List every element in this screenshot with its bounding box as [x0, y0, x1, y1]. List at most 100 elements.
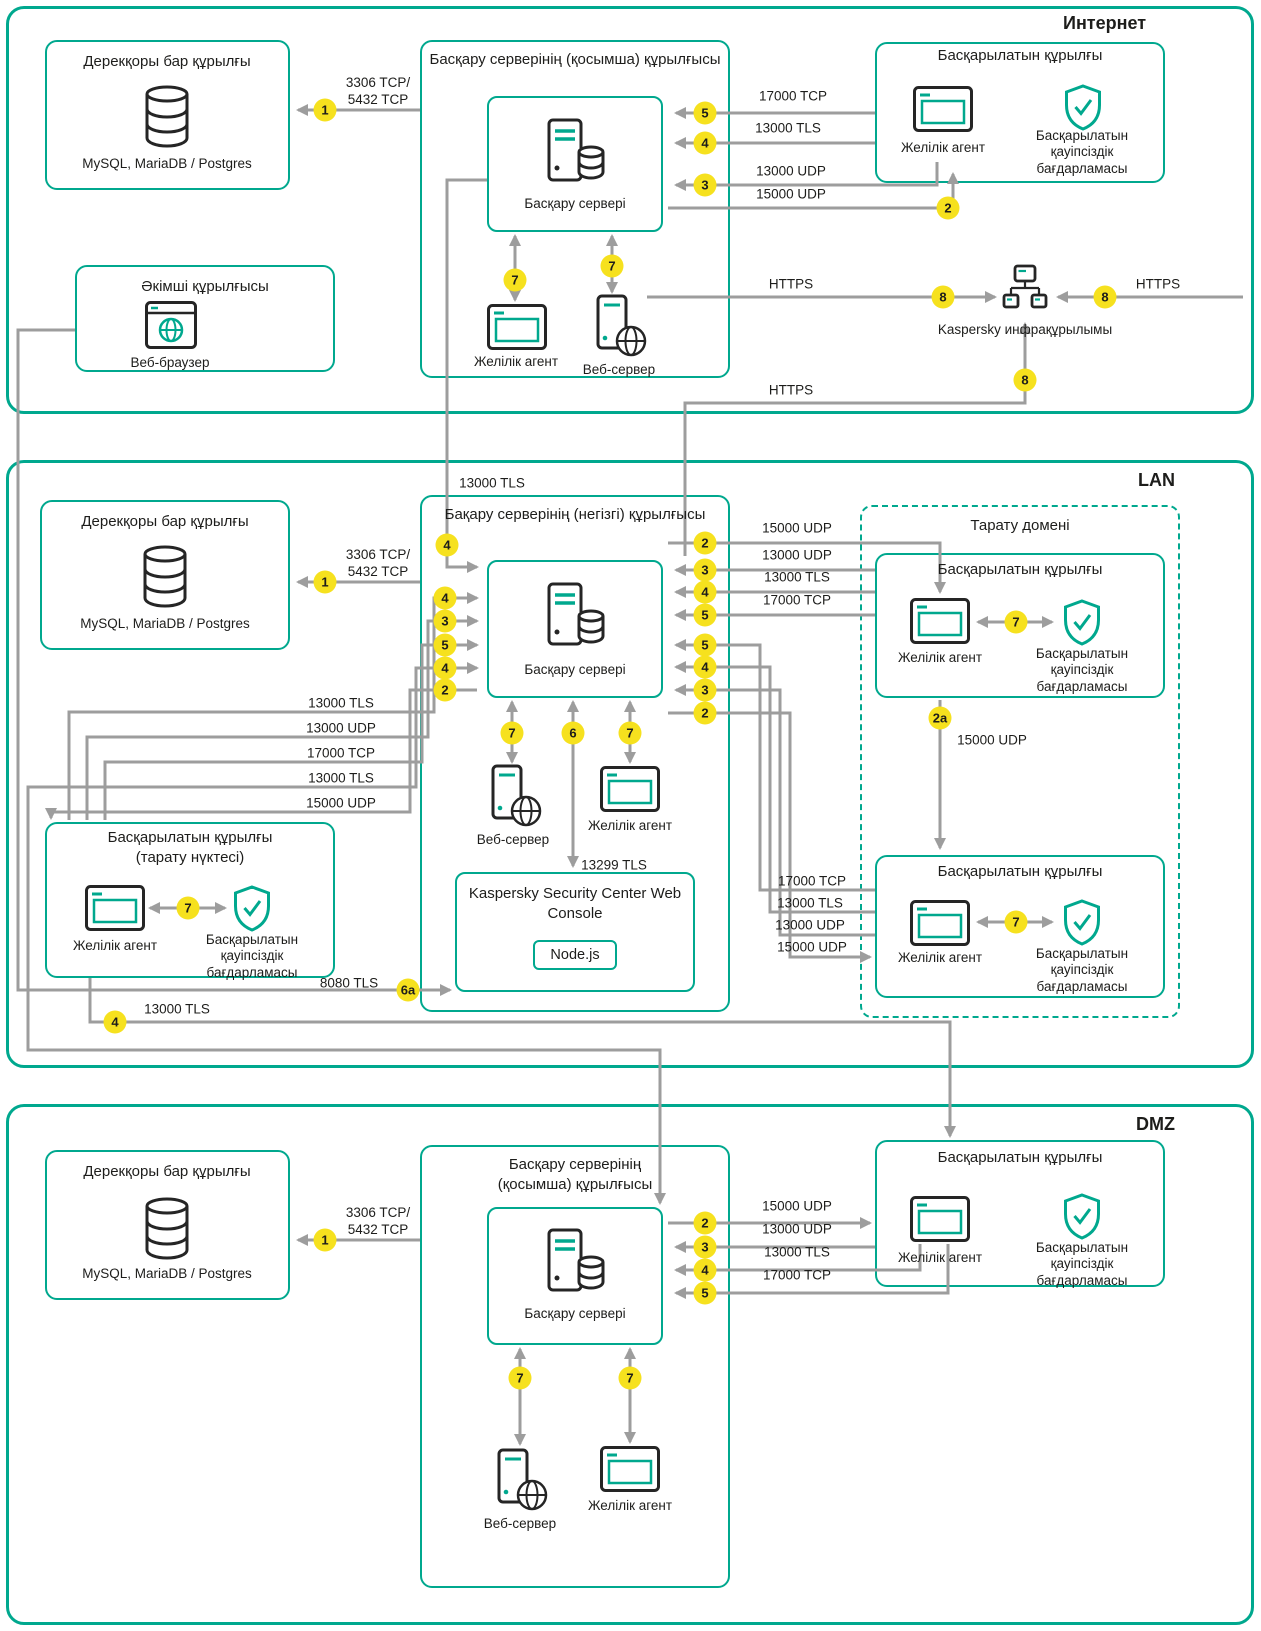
box-title: Басқарылатын құрылғы	[937, 863, 1103, 880]
port-label: 13000 TLS	[764, 569, 830, 585]
port-label: 15000 UDP	[762, 520, 832, 536]
step-badge: 7	[500, 721, 524, 745]
step-badge: 2	[936, 196, 960, 220]
db-caption: MySQL, MariaDB / Postgres	[82, 156, 252, 171]
port-label: 13000 UDP	[756, 163, 826, 179]
shield-icon	[1063, 84, 1103, 132]
step-badge: 8	[931, 285, 955, 309]
box-title: Kaspersky Security Center Web Console	[468, 885, 682, 922]
port-label: 8080 TLS	[319, 975, 379, 991]
zone-label-dmz: DMZ	[1136, 1114, 1175, 1134]
box-title: Бақару серверінің (негізгі) құрылғысы	[444, 506, 706, 523]
port-label: HTTPS	[768, 276, 814, 292]
port-label: 17000 TCP	[306, 745, 376, 761]
kaspersky-infra-label: Kaspersky инфрақұрылымы	[937, 322, 1113, 337]
web-server-label: Веб-сервер	[483, 1516, 557, 1531]
box-title: Әкімші құрылғысы	[141, 278, 269, 295]
network-agent-icon	[910, 1196, 970, 1242]
step-badge: 5	[693, 603, 717, 627]
shield-icon	[232, 885, 272, 933]
step-badge: 8	[1013, 368, 1037, 392]
network-agent-icon	[910, 598, 970, 644]
web-browser-icon	[145, 301, 197, 349]
web-server-icon	[492, 1448, 548, 1512]
admin-device-box	[75, 265, 335, 372]
web-browser-label: Веб-браузер	[130, 355, 210, 370]
port-label: 3306 TCP/ 5432 TCP	[345, 1205, 411, 1237]
step-badge: 3	[693, 558, 717, 582]
step-badge: 6	[561, 721, 585, 745]
step-badge: 7	[618, 721, 642, 745]
network-agent-icon	[910, 900, 970, 946]
port-label: HTTPS	[1135, 276, 1181, 292]
port-label: 13000 UDP	[306, 720, 376, 736]
port-label: HTTPS	[768, 382, 814, 398]
step-badge: 3	[693, 173, 717, 197]
box-title: Басқарылатын құрылғы (тарату нүктесі)	[107, 829, 273, 866]
security-app-caption: Басқарылатын қауіпсіздік бағдарламасы	[205, 932, 299, 980]
port-label: 13000 TLS	[459, 475, 525, 491]
server-icon	[544, 582, 606, 648]
network-agent-label: Желілік агент	[897, 650, 983, 665]
server-icon	[544, 118, 606, 184]
step-badge: 4	[433, 656, 457, 680]
step-badge: 5	[693, 1281, 717, 1305]
security-app-caption: Басқарылатын қауіпсіздік бағдарламасы	[1035, 1240, 1129, 1288]
shield-icon	[1062, 599, 1102, 647]
network-agent-label: Желілік агент	[587, 818, 673, 833]
admin-server-label: Басқару сервері	[524, 196, 626, 211]
network-agent-icon	[600, 766, 660, 812]
step-badge: 2	[433, 678, 457, 702]
network-agent-icon	[85, 885, 145, 931]
zone-label-lan: LAN	[1138, 470, 1175, 490]
step-badge: 7	[1004, 610, 1028, 634]
network-agent-label: Желілік агент	[473, 354, 559, 369]
web-server-label: Веб-сервер	[582, 362, 656, 377]
shield-icon	[1062, 899, 1102, 947]
step-badge: 2	[693, 531, 717, 555]
network-agent-label: Желілік агент	[72, 938, 158, 953]
box-title: Басқарылатын құрылғы	[937, 47, 1103, 64]
nodejs-box: Node.js	[533, 940, 617, 970]
step-badge: 5	[693, 101, 717, 125]
port-label: 13000 TLS	[308, 770, 374, 786]
port-label: 13000 TLS	[764, 1244, 830, 1260]
security-app-caption: Басқарылатын қауіпсіздік бағдарламасы	[1035, 646, 1129, 694]
step-badge: 4	[693, 1258, 717, 1282]
database-icon	[143, 84, 191, 148]
step-badge: 1	[313, 98, 337, 122]
step-badge: 5	[433, 633, 457, 657]
port-label: 15000 UDP	[777, 939, 847, 955]
box-title: Басқару серверінің (қосымша) құрылғысы	[429, 51, 721, 68]
port-label: 17000 TCP	[777, 873, 847, 889]
step-badge: 7	[1004, 910, 1028, 934]
box-title: Дерекқоры бар құрылғы	[81, 513, 249, 530]
security-app-caption: Басқарылатын қауіпсіздік бағдарламасы	[1035, 128, 1129, 176]
step-badge: 4	[693, 655, 717, 679]
port-label: 15000 UDP	[762, 1198, 832, 1214]
port-label: 15000 UDP	[756, 186, 826, 202]
box-title: Тарату домені	[970, 517, 1070, 534]
network-agent-label: Желілік агент	[897, 1250, 983, 1265]
step-badge: 4	[435, 533, 459, 557]
port-label: 13000 TLS	[755, 120, 821, 136]
step-badge: 7	[176, 896, 200, 920]
port-label: 13000 TLS	[308, 695, 374, 711]
step-badge: 8	[1093, 285, 1117, 309]
step-badge: 2a	[928, 706, 952, 730]
box-title: Дерекқоры бар құрылғы	[83, 53, 251, 70]
network-agent-icon	[600, 1446, 660, 1492]
db-caption: MySQL, MariaDB / Postgres	[80, 616, 250, 631]
step-badge: 2	[693, 1211, 717, 1235]
port-label: 17000 TCP	[762, 1267, 832, 1283]
port-label: 3306 TCP/ 5432 TCP	[345, 75, 411, 107]
port-label: 13000 TLS	[777, 895, 843, 911]
security-app-caption: Басқарылатын қауіпсіздік бағдарламасы	[1035, 946, 1129, 994]
step-badge: 3	[693, 1235, 717, 1259]
network-agent-label: Желілік агент	[900, 140, 986, 155]
step-badge: 4	[103, 1010, 127, 1034]
server-icon	[544, 1228, 606, 1294]
port-label: 13000 UDP	[762, 547, 832, 563]
port-label: 17000 TCP	[762, 592, 832, 608]
